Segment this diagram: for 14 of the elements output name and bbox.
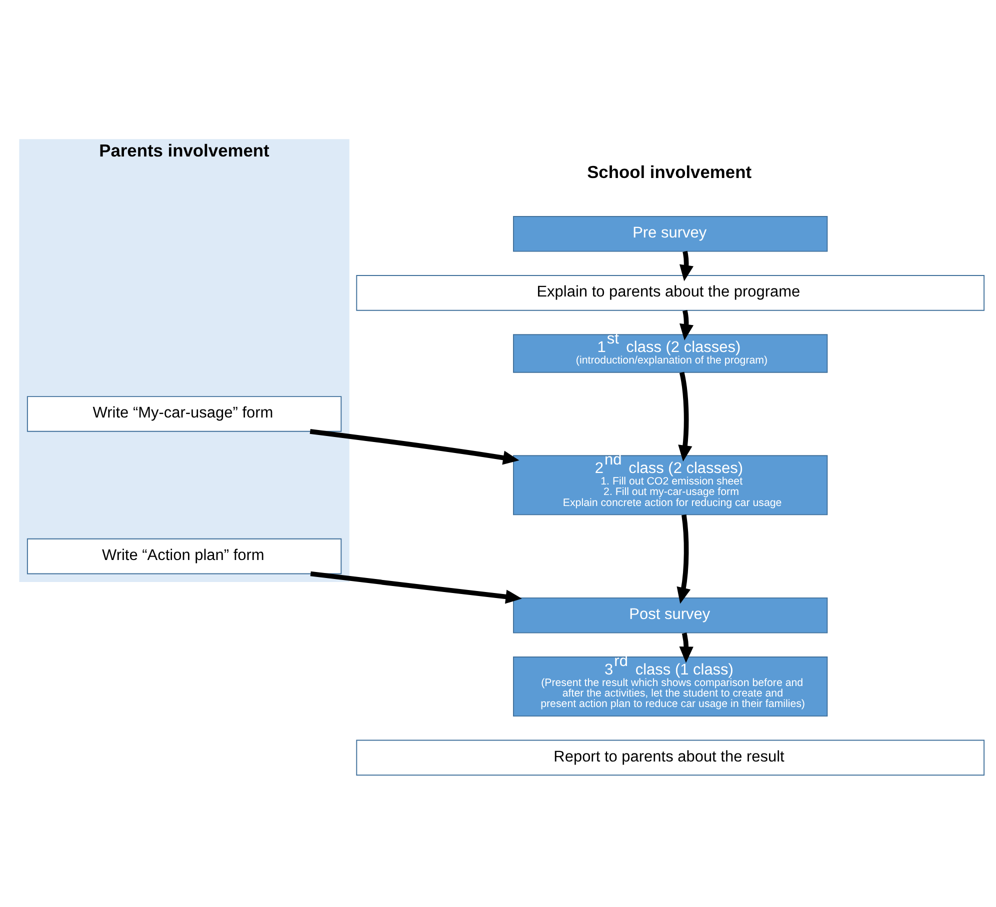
node-box: Pre survey bbox=[513, 216, 828, 252]
arrow bbox=[680, 250, 694, 282]
arrow bbox=[680, 310, 694, 340]
arrow bbox=[676, 514, 691, 604]
label: School involvement bbox=[587, 162, 752, 182]
node-box: Explain to parents about the programe bbox=[356, 275, 985, 311]
node-box: Post survey bbox=[513, 597, 828, 634]
node-box: Write “Action plan” form bbox=[26, 538, 342, 574]
node-box: Write “My-car-usage” form bbox=[26, 396, 342, 432]
arrow bbox=[678, 372, 692, 462]
node-box: Report to parents about the result bbox=[356, 740, 985, 776]
arrow bbox=[310, 571, 522, 604]
arrow bbox=[310, 429, 520, 465]
arrow bbox=[679, 632, 694, 663]
